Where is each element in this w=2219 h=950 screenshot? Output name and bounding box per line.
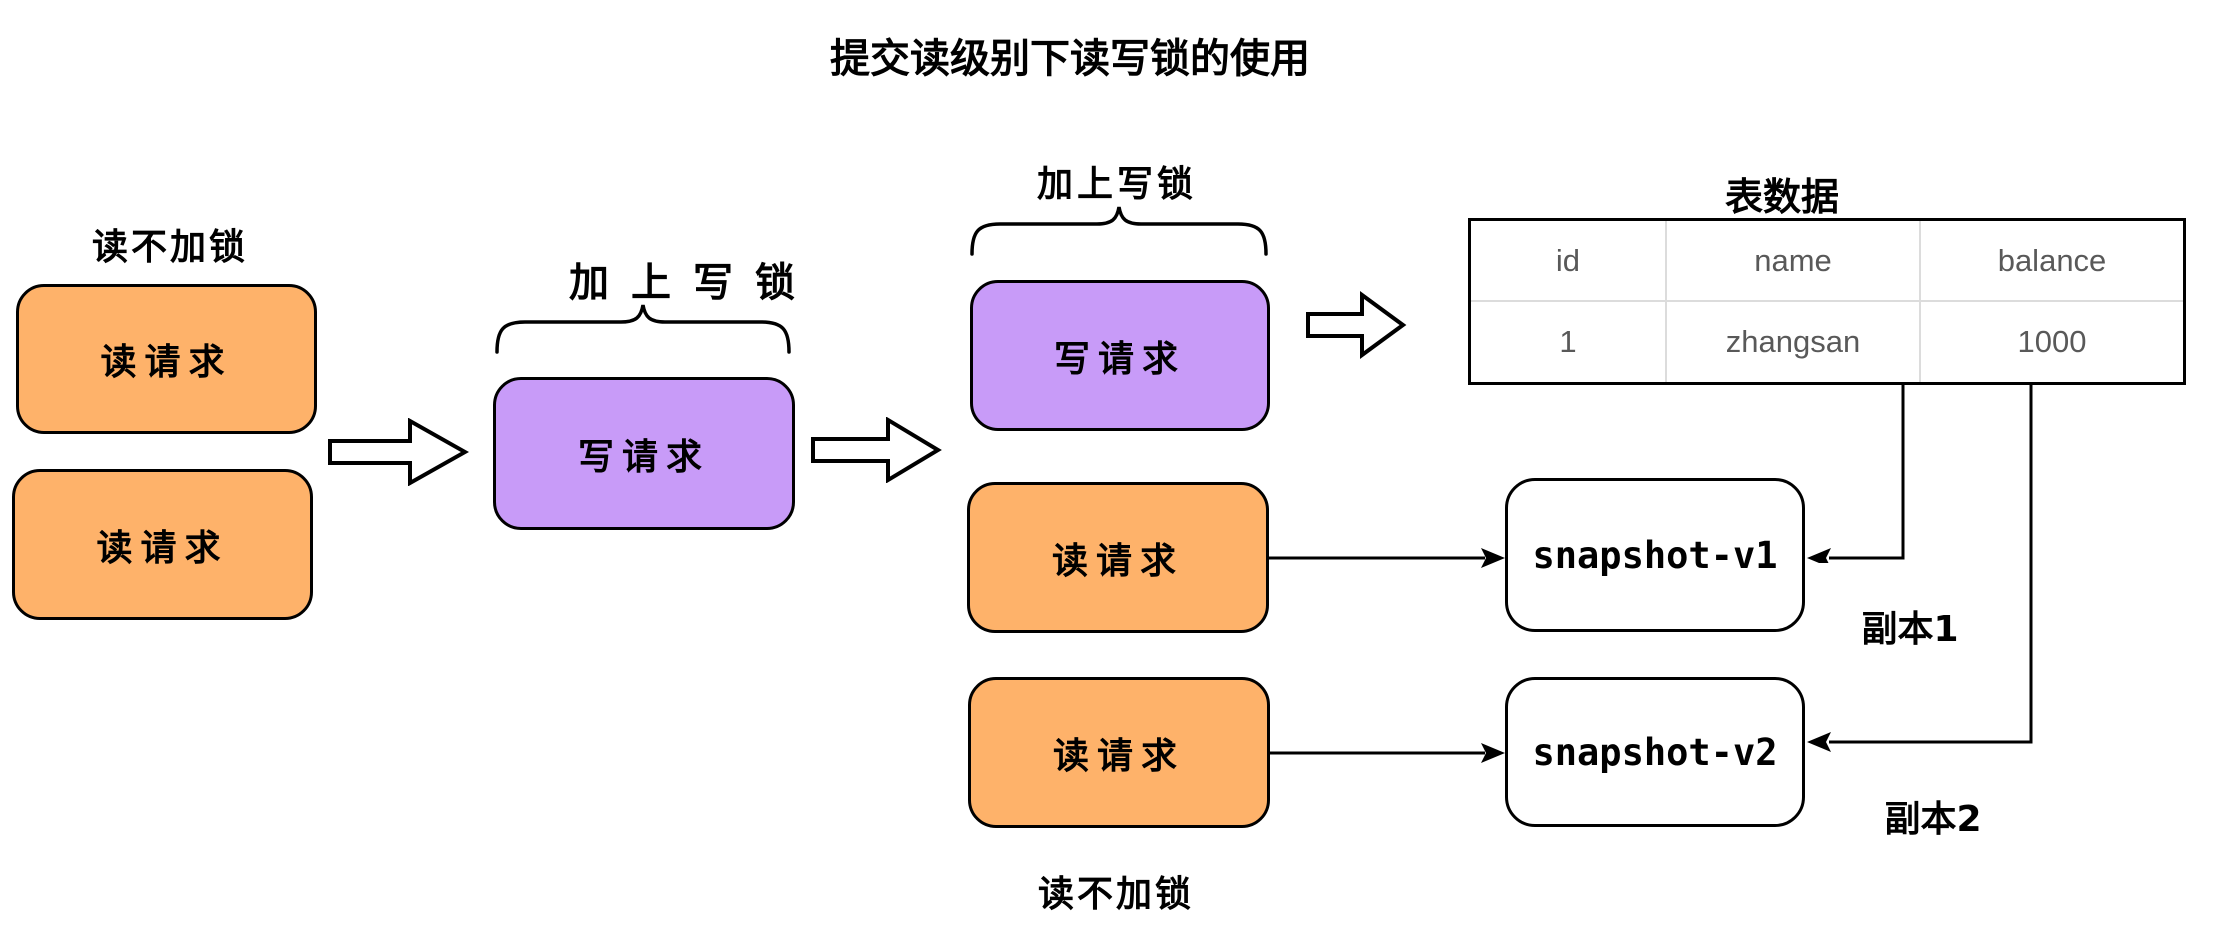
snapshot-v2-box: snapshot-v2 — [1505, 677, 1805, 827]
table-cell-name: zhangsan — [1665, 300, 1921, 385]
table-header-row: id name balance — [1468, 218, 2186, 302]
arrow-table-to-v1 — [1807, 383, 1905, 563]
data-table: id name balance 1 zhangsan 1000 — [1468, 218, 2186, 385]
middle-curly-brace-icon — [495, 304, 791, 354]
column3-curly-brace-icon — [970, 206, 1268, 256]
write-request-box-column3: 写请求 — [970, 280, 1270, 431]
read-request-box-3: 读请求 — [967, 482, 1269, 633]
arrow-read3-to-v1 — [1269, 548, 1505, 568]
write-request-box-column3-label: 写请求 — [1053, 338, 1186, 380]
left-group-label: 读不加锁 — [91, 227, 248, 268]
snapshot-v1-box: snapshot-v1 — [1505, 478, 1805, 632]
snapshot-v2-label: snapshot-v2 — [1532, 730, 1778, 774]
write-request-box-middle: 写请求 — [493, 377, 795, 530]
column3-bottom-label: 读不加锁 — [1037, 874, 1194, 915]
read-request-box-4: 读请求 — [968, 677, 1270, 828]
column3-brace-label: 加上写锁 — [1036, 164, 1197, 205]
table-header-balance: balance — [1919, 218, 2186, 302]
read-request-box-2-label: 读请求 — [96, 527, 229, 569]
table-header-id: id — [1468, 218, 1667, 302]
copy-2-label: 副本2 — [1884, 799, 1982, 840]
middle-brace-label: 加上写锁 — [569, 260, 817, 306]
table-header-name: name — [1665, 218, 1921, 302]
diagram-title: 提交读级别下读写锁的使用 — [830, 36, 1310, 82]
read-request-box-4-label: 读请求 — [1052, 735, 1185, 777]
table-row: 1 zhangsan 1000 — [1468, 300, 2186, 385]
copy-1-label: 副本1 — [1861, 609, 1959, 650]
arrow-read4-to-v2 — [1270, 743, 1505, 763]
table-title: 表数据 — [1724, 175, 1839, 219]
snapshot-v1-label: snapshot-v1 — [1532, 533, 1778, 577]
table-cell-id: 1 — [1468, 300, 1667, 385]
read-request-box-1: 读请求 — [16, 284, 317, 434]
table-cell-balance: 1000 — [1919, 300, 2186, 385]
read-request-box-3-label: 读请求 — [1051, 540, 1184, 582]
block-arrow-2-icon — [811, 417, 942, 483]
block-arrow-3-icon — [1306, 291, 1407, 359]
block-arrow-1-icon — [328, 418, 469, 486]
read-request-box-2: 读请求 — [12, 469, 313, 620]
read-request-box-1-label: 读请求 — [100, 342, 233, 383]
arrow-table-to-v2 — [1807, 383, 2033, 752]
write-request-box-middle-label: 写请求 — [577, 436, 710, 478]
